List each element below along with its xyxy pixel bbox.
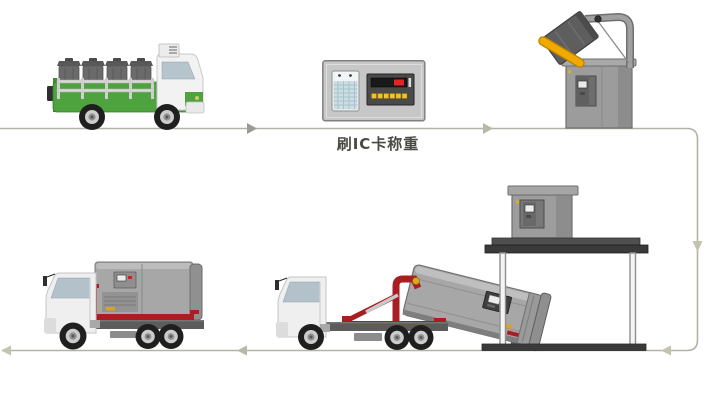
fuel-tank [110, 331, 136, 338]
hooklift-truck [275, 275, 448, 350]
body-control-panel [113, 271, 137, 289]
flow-arrow-left-3 [1, 345, 11, 356]
rear-red-mark [190, 310, 199, 314]
card-keypad [331, 70, 360, 112]
canopy-unloading-station-icon [481, 185, 649, 351]
chassis [288, 322, 448, 331]
keypad-buttons [371, 93, 408, 99]
ic-card-reader-icon [322, 60, 426, 122]
flow-arrow-right-2 [483, 123, 493, 134]
flow-arrow-left-2 [237, 345, 247, 356]
truck-wheel [59, 322, 87, 350]
collection-truck [47, 43, 205, 130]
flow-arrow-left-1 [661, 345, 671, 356]
hazard-label [106, 307, 115, 311]
canopy-leg [629, 252, 637, 346]
truck-cab [156, 43, 205, 114]
chassis [80, 320, 204, 329]
led-digits [394, 79, 404, 86]
side-mirror [275, 280, 279, 290]
bin-lifter-machine [538, 10, 637, 129]
headlight [195, 96, 199, 100]
compactor-body [94, 261, 203, 321]
canopy-platform [491, 237, 641, 246]
truck-cab [275, 276, 330, 338]
ground-bar [481, 343, 647, 351]
truck-wheel [154, 104, 180, 130]
ic-card-reader [322, 60, 426, 122]
truck-wheel [135, 324, 161, 349]
compactor-truck [43, 261, 204, 350]
lifter-yellow-arm [539, 37, 584, 67]
swipe-weigh-caption: 刷IC卡称重 [336, 135, 420, 153]
hydraulic-cylinder [365, 293, 399, 314]
hook-coupler [412, 277, 420, 285]
hooklift-truck-icon [275, 275, 448, 350]
bin-rack-rails [56, 78, 155, 99]
fuel-tank [354, 333, 382, 341]
bin-pivot [594, 15, 602, 23]
bin-lifter-machine-icon [538, 10, 637, 129]
windshield [50, 277, 91, 299]
truck-wheel [79, 104, 105, 130]
flow-path-line [0, 127, 699, 352]
front-bumper [276, 322, 288, 337]
truck-wheel [408, 325, 434, 350]
side-mirror [43, 276, 47, 286]
canopy-leg [499, 252, 507, 346]
flow-arrow-right-1 [247, 123, 257, 134]
truck-cab [43, 272, 100, 334]
windshield [161, 61, 196, 80]
control-cabinet [507, 185, 579, 239]
warning-dot [567, 69, 572, 74]
lifter-support-rod [596, 19, 630, 64]
lifter-control-panel [567, 69, 597, 107]
unloading-canopy [481, 185, 649, 351]
frame-red-stripe [92, 314, 194, 320]
rear-roller [434, 318, 446, 323]
hook-arm [392, 275, 422, 324]
truck-wheel [384, 325, 410, 350]
truck-wheel [158, 324, 184, 349]
garbage-collection-truck-icon [47, 43, 205, 130]
led-display [366, 73, 415, 106]
compactor-truck-icon [43, 261, 204, 350]
container-red-mark [506, 330, 520, 338]
front-bumper [44, 318, 56, 333]
flow-arrow-down [692, 241, 703, 252]
warning-dot [515, 200, 520, 204]
front-bumper [185, 101, 205, 114]
truck-wheel [298, 324, 324, 350]
canopy-beam [484, 244, 649, 254]
